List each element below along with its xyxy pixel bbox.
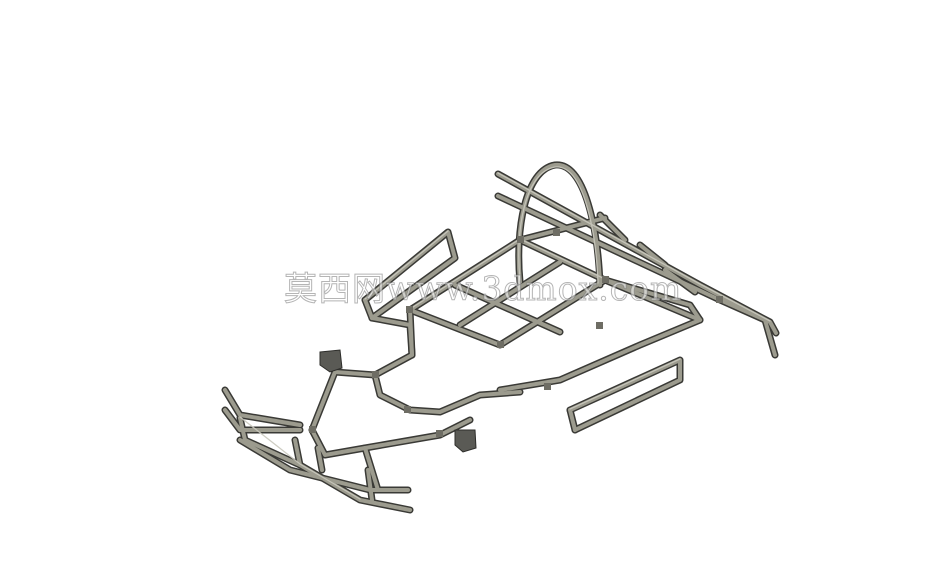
right-bracket	[454, 429, 477, 453]
frame-tube-outlines	[221, 161, 780, 514]
left-bracket	[319, 349, 343, 373]
mounting-brackets	[319, 349, 477, 453]
frame-tube-fills	[223, 162, 778, 512]
tube-joints	[309, 229, 723, 437]
